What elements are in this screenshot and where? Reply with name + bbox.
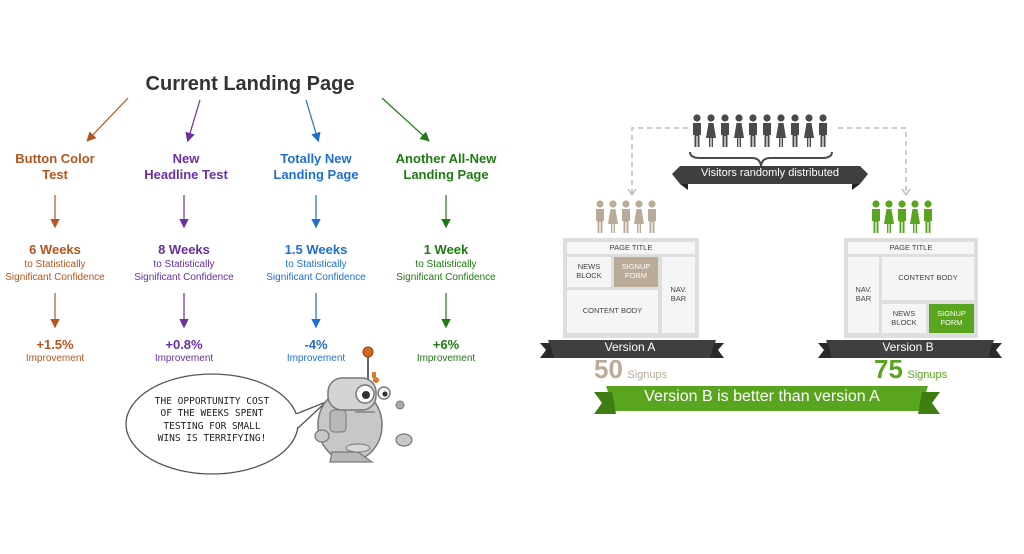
news-block: NEWS BLOCK bbox=[567, 257, 611, 287]
version-b-label: Version B bbox=[882, 340, 934, 354]
flow-arrows bbox=[50, 97, 451, 475]
group-b-people-icon bbox=[872, 200, 932, 233]
signup-form-block: SIGNUP FORM bbox=[929, 304, 974, 333]
news-block: NEWS BLOCK bbox=[882, 304, 926, 333]
page-title-block: PAGE TITLE bbox=[848, 242, 974, 254]
visitors-label: Visitors randomly distributed bbox=[701, 167, 839, 179]
test-result-label: Improvement bbox=[154, 353, 214, 364]
content-body-block: CONTENT BODY bbox=[882, 257, 974, 300]
arrow-to-test-4 bbox=[381, 97, 430, 142]
test-result-label: Improvement bbox=[25, 353, 85, 364]
speech-bubble-text: THE OPPORTUNITY COST OF THE WEEKS SPENT … bbox=[154, 396, 270, 445]
visitors-crowd-icon bbox=[693, 114, 827, 147]
arrow-to-test-3 bbox=[305, 99, 321, 143]
version-a-label: Version A bbox=[604, 340, 656, 354]
test-result-label: Improvement bbox=[286, 353, 346, 364]
conclusion-banner bbox=[606, 386, 928, 411]
version-b-signups: 75 Signups bbox=[874, 354, 947, 385]
version-a-signups: 50 Signups bbox=[594, 354, 667, 385]
signups-label: Signups bbox=[627, 369, 668, 381]
signup-form-block: SIGNUP FORM bbox=[614, 257, 658, 287]
test-duration: 1.5 Weeks bbox=[284, 242, 348, 257]
page-title-block: PAGE TITLE bbox=[567, 242, 695, 254]
test-duration: 8 Weeks bbox=[158, 242, 210, 257]
signups-count: 75 bbox=[874, 354, 903, 384]
group-a-people-icon bbox=[596, 200, 656, 233]
test-result: +6% bbox=[432, 337, 460, 352]
nav-bar-block: NAV. BAR bbox=[662, 257, 695, 333]
conclusion-text: Version B is better than version A bbox=[644, 388, 880, 405]
content-body-block: CONTENT BODY bbox=[567, 290, 658, 333]
visitors-banner bbox=[672, 166, 868, 184]
test-result: +1.5% bbox=[36, 337, 74, 352]
test-result: +0.8% bbox=[165, 337, 203, 352]
nav-bar-block: NAV. BAR bbox=[848, 257, 879, 333]
test-duration: 6 Weeks bbox=[29, 242, 81, 257]
robot-illustration bbox=[314, 346, 413, 463]
test-result: -4% bbox=[304, 337, 328, 352]
arrow-to-test-1 bbox=[86, 97, 129, 142]
signups-label: Signups bbox=[907, 369, 948, 381]
signups-count: 50 bbox=[594, 354, 623, 384]
test-duration: 1 Week bbox=[423, 242, 469, 257]
arrow-to-test-2 bbox=[185, 99, 201, 143]
test-result-label: Improvement bbox=[416, 353, 476, 364]
diagram-title: Current Landing Page bbox=[145, 73, 355, 95]
